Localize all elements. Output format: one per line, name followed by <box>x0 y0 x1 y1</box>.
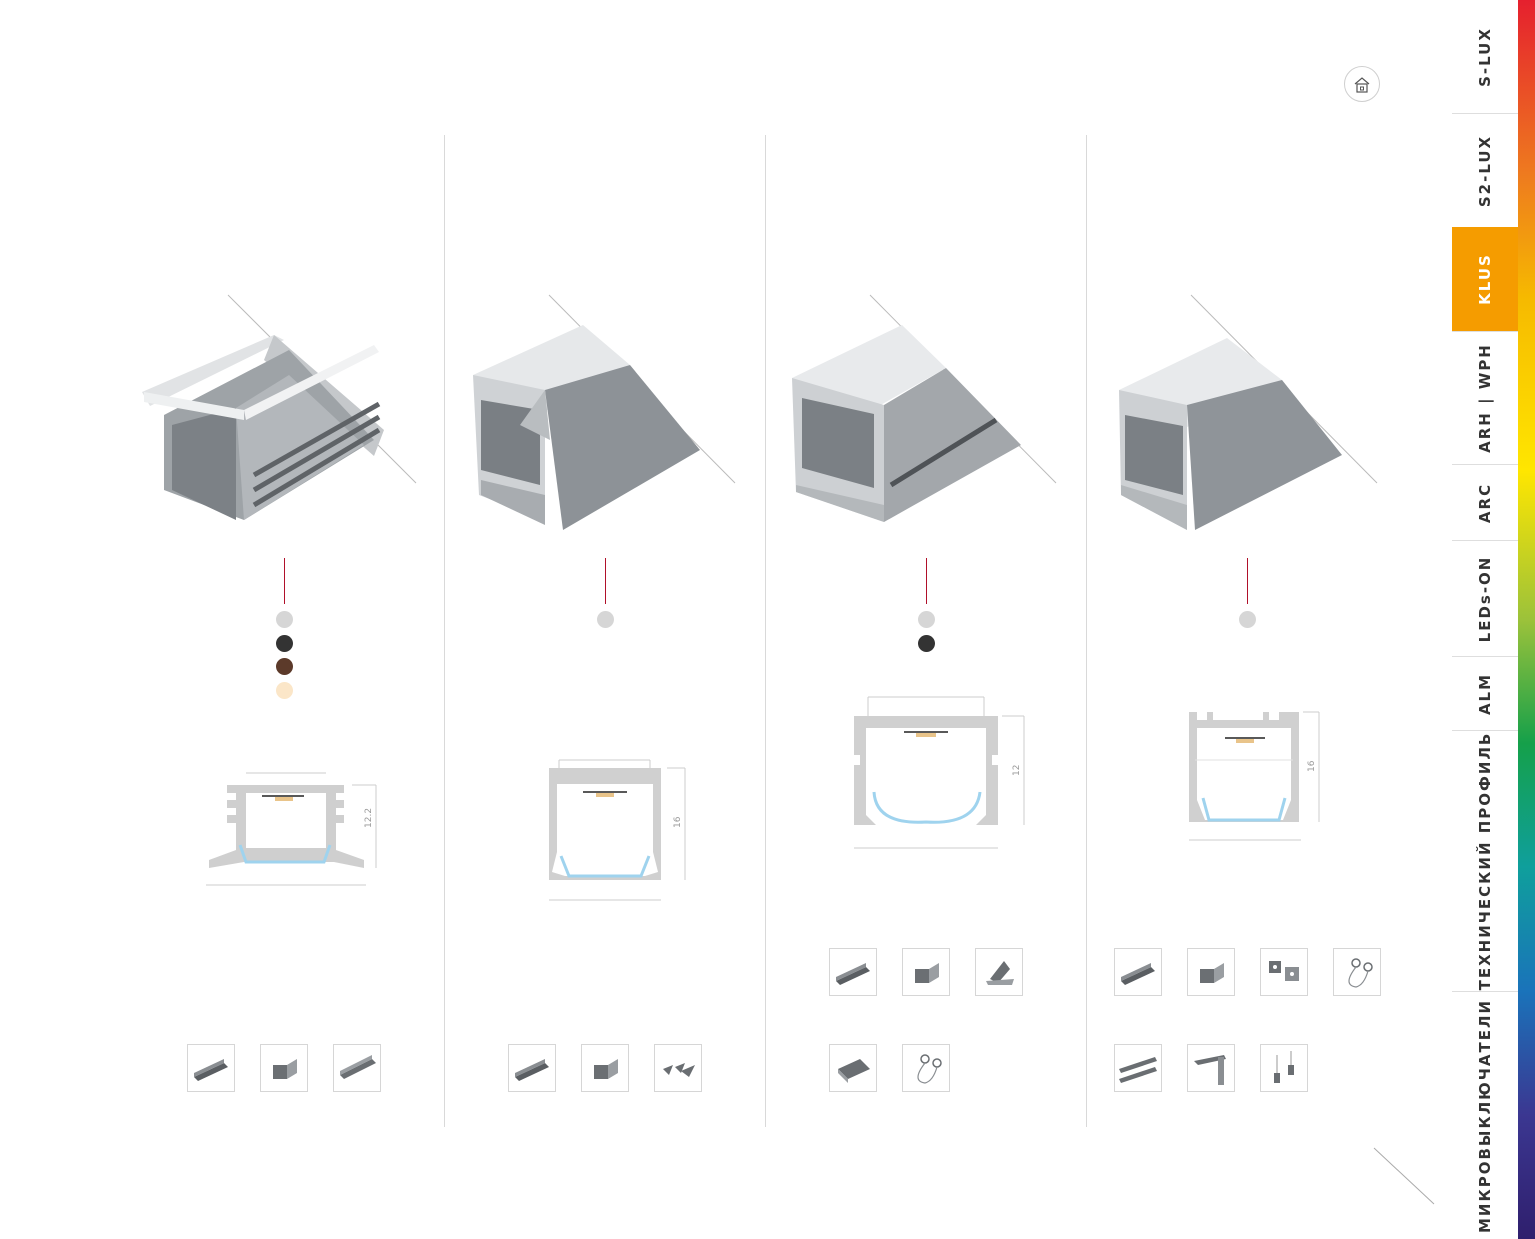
profile-piece-icon <box>273 1059 297 1079</box>
rainbow-strip <box>1518 0 1535 1239</box>
tab-microswitches[interactable]: МИКРОВЫКЛЮЧАТЕЛИ <box>1452 991 1518 1239</box>
color-swatch-silver[interactable] <box>276 611 293 628</box>
cross-section-drawing: 12.2 <box>206 772 377 886</box>
product-column-3: 12 <box>766 0 1087 1239</box>
product-column-1: 12.2 <box>124 0 445 1239</box>
corner-connector-icon <box>1194 1055 1226 1085</box>
straight-connector-icon <box>1119 1057 1157 1083</box>
section-sidebar: S-LUX S2-LUX KLUS ARH | WPH ARC LEDs-ON … <box>1452 0 1518 1239</box>
profile-piece-icon <box>1200 963 1224 983</box>
accessory-end-cap[interactable] <box>187 1044 235 1092</box>
tab-klus[interactable]: KLUS <box>1452 227 1518 331</box>
accessory-profile-piece[interactable] <box>581 1044 629 1092</box>
accessory-suspension[interactable] <box>1260 1044 1308 1092</box>
accessory-end-cap[interactable] <box>829 948 877 996</box>
dimension-label: 12.2 <box>364 808 374 828</box>
color-stem <box>284 558 285 604</box>
color-stem <box>605 558 606 604</box>
home-button[interactable] <box>1344 66 1380 102</box>
color-swatch-black[interactable] <box>276 635 293 652</box>
accessory-corner-connector[interactable] <box>1187 1044 1235 1092</box>
tab-technical-profile[interactable]: ТЕХНИЧЕСКИЙ ПРОФИЛЬ <box>1452 730 1518 991</box>
accessory-profile-piece[interactable] <box>902 948 950 996</box>
accessory-end-cap[interactable] <box>1114 948 1162 996</box>
accessory-profile-piece[interactable] <box>1187 948 1235 996</box>
decorative-line <box>1373 1147 1435 1205</box>
accessory-spring-clip[interactable] <box>902 1044 950 1092</box>
profile-piece-icon <box>915 963 939 983</box>
clip-icon <box>838 1059 870 1083</box>
accessory-connector[interactable] <box>654 1044 702 1092</box>
accessory-mounting-plate[interactable] <box>1260 948 1308 996</box>
color-swatch-brown[interactable] <box>276 658 293 675</box>
color-swatch-black[interactable] <box>918 635 935 652</box>
cross-section-drawing: 16 <box>1189 711 1320 841</box>
dimension-label: 12 <box>1012 765 1022 776</box>
accessory-end-cap[interactable] <box>508 1044 556 1092</box>
color-swatch-silver[interactable] <box>1239 611 1256 628</box>
color-stem <box>926 558 927 604</box>
profile-piece-icon <box>594 1059 618 1079</box>
accessory-straight-connector[interactable] <box>1114 1044 1162 1092</box>
mounting-plate-icon <box>1269 961 1299 981</box>
profile-3d-image[interactable] <box>1087 280 1408 540</box>
accessory-angle-bracket[interactable] <box>975 948 1023 996</box>
connector-icon <box>663 1063 695 1077</box>
product-column-2: 16 <box>445 0 766 1239</box>
tab-arh-wph[interactable]: ARH | WPH <box>1452 331 1518 464</box>
accessory-spring-clip[interactable] <box>1333 948 1381 996</box>
profile-3d-image[interactable] <box>445 280 766 540</box>
color-swatch-cream[interactable] <box>276 682 293 699</box>
column-divider <box>765 135 766 1127</box>
end-cap-icon <box>515 1059 549 1081</box>
home-icon <box>1354 77 1370 93</box>
angle-bracket-icon <box>986 961 1014 985</box>
end-cap-icon <box>836 963 870 985</box>
tab-arc[interactable]: ARC <box>1452 464 1518 540</box>
diffuser-icon <box>340 1055 376 1079</box>
tab-leds-on[interactable]: LEDs-ON <box>1452 540 1518 656</box>
product-column-4: 16 <box>1087 0 1408 1239</box>
end-cap-icon <box>1121 963 1155 985</box>
column-divider <box>444 135 445 1127</box>
suspension-icon <box>1274 1051 1294 1083</box>
color-stem <box>1247 558 1248 604</box>
cross-section-drawing: 12 <box>854 696 1025 849</box>
accessory-clip[interactable] <box>829 1044 877 1092</box>
color-swatch-silver[interactable] <box>597 611 614 628</box>
color-swatch-silver[interactable] <box>918 611 935 628</box>
tab-alm[interactable]: ALM <box>1452 656 1518 730</box>
accessory-profile-piece[interactable] <box>260 1044 308 1092</box>
dimension-label: 16 <box>673 816 683 828</box>
accessory-diffuser[interactable] <box>333 1044 381 1092</box>
cross-section-drawing: 16 <box>549 759 686 901</box>
column-divider <box>1086 135 1087 1127</box>
dimension-label: 16 <box>1307 760 1317 772</box>
spring-clip-icon <box>917 1054 942 1084</box>
profile-3d-image[interactable] <box>766 280 1087 540</box>
end-cap-icon <box>194 1059 228 1081</box>
profile-3d-image[interactable] <box>124 280 445 540</box>
spring-clip-icon <box>1348 958 1373 988</box>
tab-s-lux[interactable]: S-LUX <box>1476 26 1494 87</box>
tab-s2-lux[interactable]: S2-LUX <box>1452 113 1518 227</box>
